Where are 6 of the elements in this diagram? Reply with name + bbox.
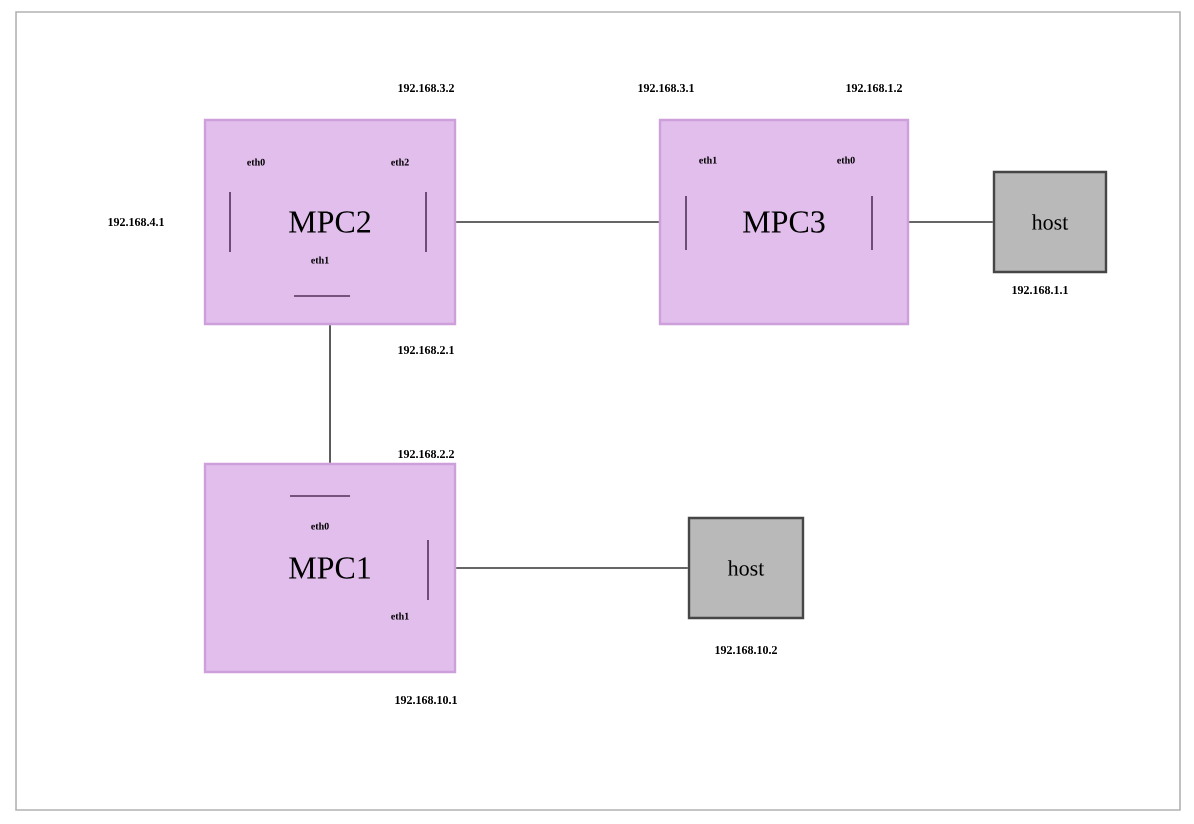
link-line [329, 324, 331, 464]
host-box: host [992, 170, 1108, 274]
link-line [455, 567, 689, 569]
host-box: host [687, 516, 805, 620]
link-line [455, 221, 660, 223]
link-line [908, 221, 994, 223]
